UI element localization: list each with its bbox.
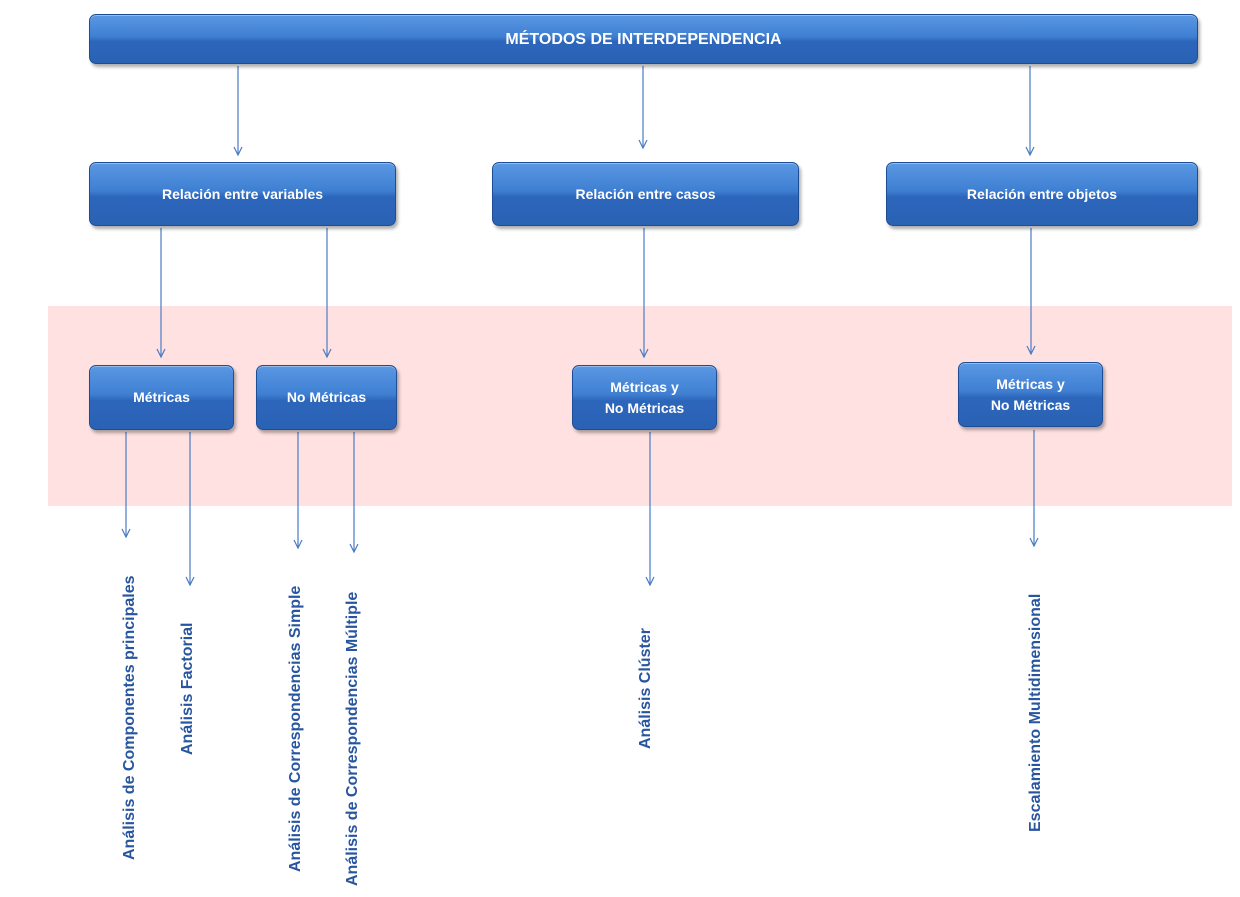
type-no-metricas-label: No Métricas xyxy=(286,389,367,405)
relation-variables-label: Relación entre variables xyxy=(161,185,324,202)
type-no-metricas-node: No Métricas xyxy=(256,365,397,430)
root-label: MÉTODOS DE INTERDEPENDENCIA xyxy=(505,30,782,48)
arrowhead xyxy=(185,576,195,587)
type-metricas-node: Métricas xyxy=(89,365,234,430)
arrowhead xyxy=(638,139,648,150)
arrowhead xyxy=(1025,146,1035,157)
arrowhead xyxy=(1029,537,1039,548)
type-mixed-cases-node: Métricas y No Métricas xyxy=(572,365,717,430)
arrowhead xyxy=(233,146,243,157)
relation-cases-label: Relación entre casos xyxy=(575,185,716,202)
arrowhead xyxy=(1026,345,1036,356)
arrowhead xyxy=(639,348,649,359)
relation-variables-node: Relación entre variables xyxy=(89,162,396,226)
arrowhead xyxy=(645,576,655,587)
type-mixed-objects-node: Métricas y No Métricas xyxy=(958,362,1103,427)
relation-objects-label: Relación entre objetos xyxy=(966,185,1118,202)
relation-objects-node: Relación entre objetos xyxy=(886,162,1198,226)
method-factorial-label: Análisis Factorial xyxy=(179,622,196,756)
type-mixed-objects-label: Métricas y No Métricas xyxy=(990,375,1071,413)
type-metricas-label: Métricas xyxy=(133,389,190,405)
method-pca-label: Análisis de Componentes principales xyxy=(121,575,138,860)
method-cluster-label: Análisis Clúster xyxy=(637,628,654,749)
arrowhead xyxy=(322,348,332,359)
root-node: MÉTODOS DE INTERDEPENDENCIA xyxy=(89,14,1198,64)
relation-cases-node: Relación entre casos xyxy=(492,162,799,226)
type-mixed-cases-label: Métricas y No Métricas xyxy=(604,378,685,416)
arrowhead xyxy=(349,543,359,554)
arrowhead xyxy=(156,348,166,359)
arrowhead xyxy=(121,528,131,539)
method-ca-multiple-label: Análisis de Correspondencias Múltiple xyxy=(344,591,361,886)
method-mds-label: Escalamiento Multidimensional xyxy=(1027,593,1044,832)
method-ca-simple-label: Análisis de Correspondencias Simple xyxy=(287,585,304,872)
arrowhead xyxy=(293,539,303,550)
